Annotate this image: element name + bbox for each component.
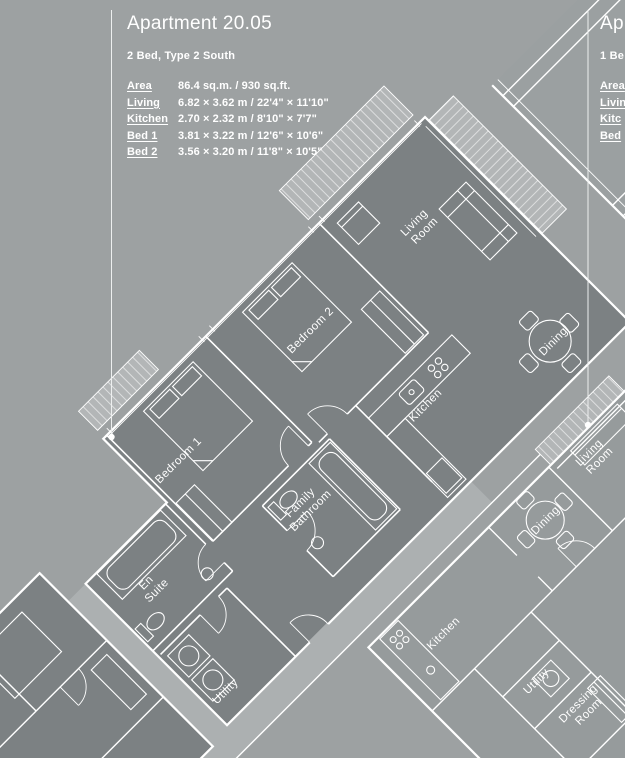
left-apartment-panel: Apartment 20.05 2 Bed, Type 2 South Area… (127, 13, 417, 161)
bathtub-symbol (96, 509, 187, 601)
spec-label: Bed (600, 129, 622, 142)
spec-label: Area (127, 80, 152, 92)
dining-table-symbol (516, 491, 575, 550)
sofa-symbol (438, 181, 518, 261)
spec-label: Area (600, 80, 625, 92)
washer-symbol (531, 659, 571, 698)
door-swings (197, 405, 348, 643)
spec-row: Living 6.82 × 3.62 m / 22'4" × 11'10" (127, 95, 417, 112)
sofa-symbol (569, 403, 625, 466)
apartment-title: Apartment 20.05 (127, 13, 272, 34)
leader-marker-right (584, 421, 592, 429)
bathtub-symbol (308, 441, 398, 531)
spec-label: Bed 1 (127, 129, 158, 142)
spec-row: Kitc (600, 111, 625, 128)
spec-value: 3.81 × 3.22 m / 12'6" × 10'6" (178, 129, 324, 142)
spec-value: 86.4 sq.m. / 930 sq.ft. (178, 80, 291, 92)
spec-table: Area 86.4 sq.m. / 930 sq.ft. Living 6.82… (127, 78, 417, 161)
toilet-symbol (267, 490, 298, 521)
apartment-title: Ap (600, 13, 624, 34)
spec-label: Kitchen (127, 113, 169, 125)
dining-table-symbol (519, 310, 582, 374)
spec-value: 2.70 × 2.32 m / 8'10" × 7'7" (178, 113, 317, 125)
interior-walls (106, 222, 433, 658)
bed-symbol (241, 261, 425, 373)
balcony-hatch (278, 85, 414, 221)
context-wing (491, 0, 625, 426)
washer-symbol (166, 633, 235, 702)
apartment-subtitle: 1 Be (600, 50, 625, 62)
spec-label: Living (127, 96, 160, 109)
highlighted-unit (84, 115, 625, 727)
spec-label: Livin (600, 96, 625, 109)
kitchen-counter-symbol (378, 619, 460, 701)
lower-unit (0, 571, 215, 758)
spec-row: Area 86.4 sq.m. / 930 sq.ft. (127, 78, 417, 95)
armchair-symbol (336, 201, 381, 246)
balconies (77, 85, 568, 431)
right-apartment-panel: Ap 1 Be Area Livin Kitc Bed (600, 13, 625, 144)
unit-outline (84, 115, 625, 727)
basin-symbol (310, 536, 325, 550)
spec-table: Area Livin Kitc Bed (600, 78, 625, 144)
spec-label: Kitc (600, 113, 622, 125)
spec-row: Area (600, 78, 625, 95)
leader-lines (108, 10, 592, 441)
apartment-subtitle: 2 Bed, Type 2 South (127, 50, 236, 62)
spec-value: 3.56 × 3.20 m / 11'8" × 10'5" (178, 146, 323, 158)
corridor (67, 381, 613, 758)
spec-label: Bed 2 (127, 146, 158, 158)
spec-row: Livin (600, 95, 625, 112)
spec-row: Bed 2 3.56 × 3.20 m / 11'8" × 10'5" (127, 144, 417, 161)
spec-row: Kitchen 2.70 × 2.32 m / 8'10" × 7'7" (127, 111, 417, 128)
toilet-symbol (134, 612, 165, 643)
spec-row: Bed 1 3.81 × 3.22 m / 12'6" × 10'6" (127, 128, 417, 145)
kitchen-counter-symbol (367, 334, 472, 499)
wardrobe-symbol (586, 674, 625, 724)
bed-symbol (142, 360, 254, 542)
spec-value: 6.82 × 3.62 m / 22'4" × 11'10" (178, 96, 329, 109)
adjacent-unit (366, 375, 625, 758)
leader-marker-left (108, 433, 115, 441)
spec-row: Bed (600, 128, 625, 145)
balcony-hatch (77, 349, 160, 431)
